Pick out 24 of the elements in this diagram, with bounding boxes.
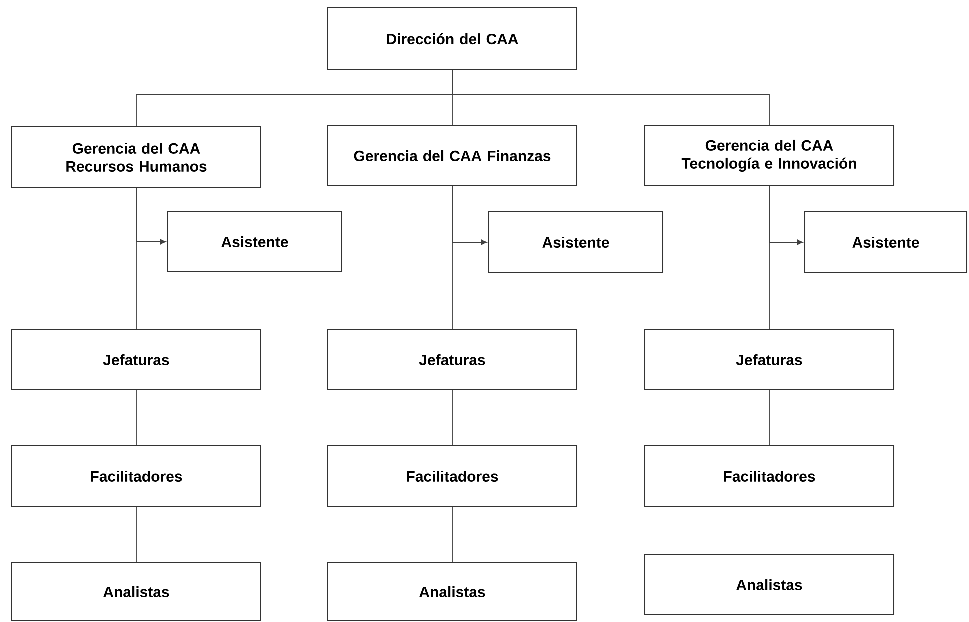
connector [136, 507, 137, 563]
manager-box: Gerencia del CAA Finanzas [328, 126, 578, 186]
role-box: Jefaturas [12, 330, 262, 390]
role-box: Analistas [12, 562, 262, 622]
role-box: Facilitadores [328, 446, 578, 508]
connector [769, 390, 770, 446]
connector [136, 188, 137, 330]
role-box: Asistente [804, 212, 968, 274]
connector [452, 390, 453, 446]
role-box: Jefaturas [644, 330, 894, 390]
role-box: Analistas [328, 562, 578, 622]
role-box: Jefaturas [328, 330, 578, 390]
connector [136, 390, 137, 446]
role-box: Asistente [168, 212, 342, 272]
role-box: Facilitadores [12, 446, 262, 508]
connector [452, 186, 453, 330]
manager-box: Gerencia del CAA Recursos Humanos [12, 126, 262, 188]
role-box: Facilitadores [644, 446, 894, 508]
role-box: Asistente [488, 212, 664, 274]
manager-box: Gerencia del CAA Tecnología e Innovación [644, 126, 894, 186]
connector [452, 507, 453, 563]
role-box: Analistas [644, 554, 894, 616]
connector [769, 186, 770, 330]
director-box: Dirección del CAA [328, 8, 578, 70]
